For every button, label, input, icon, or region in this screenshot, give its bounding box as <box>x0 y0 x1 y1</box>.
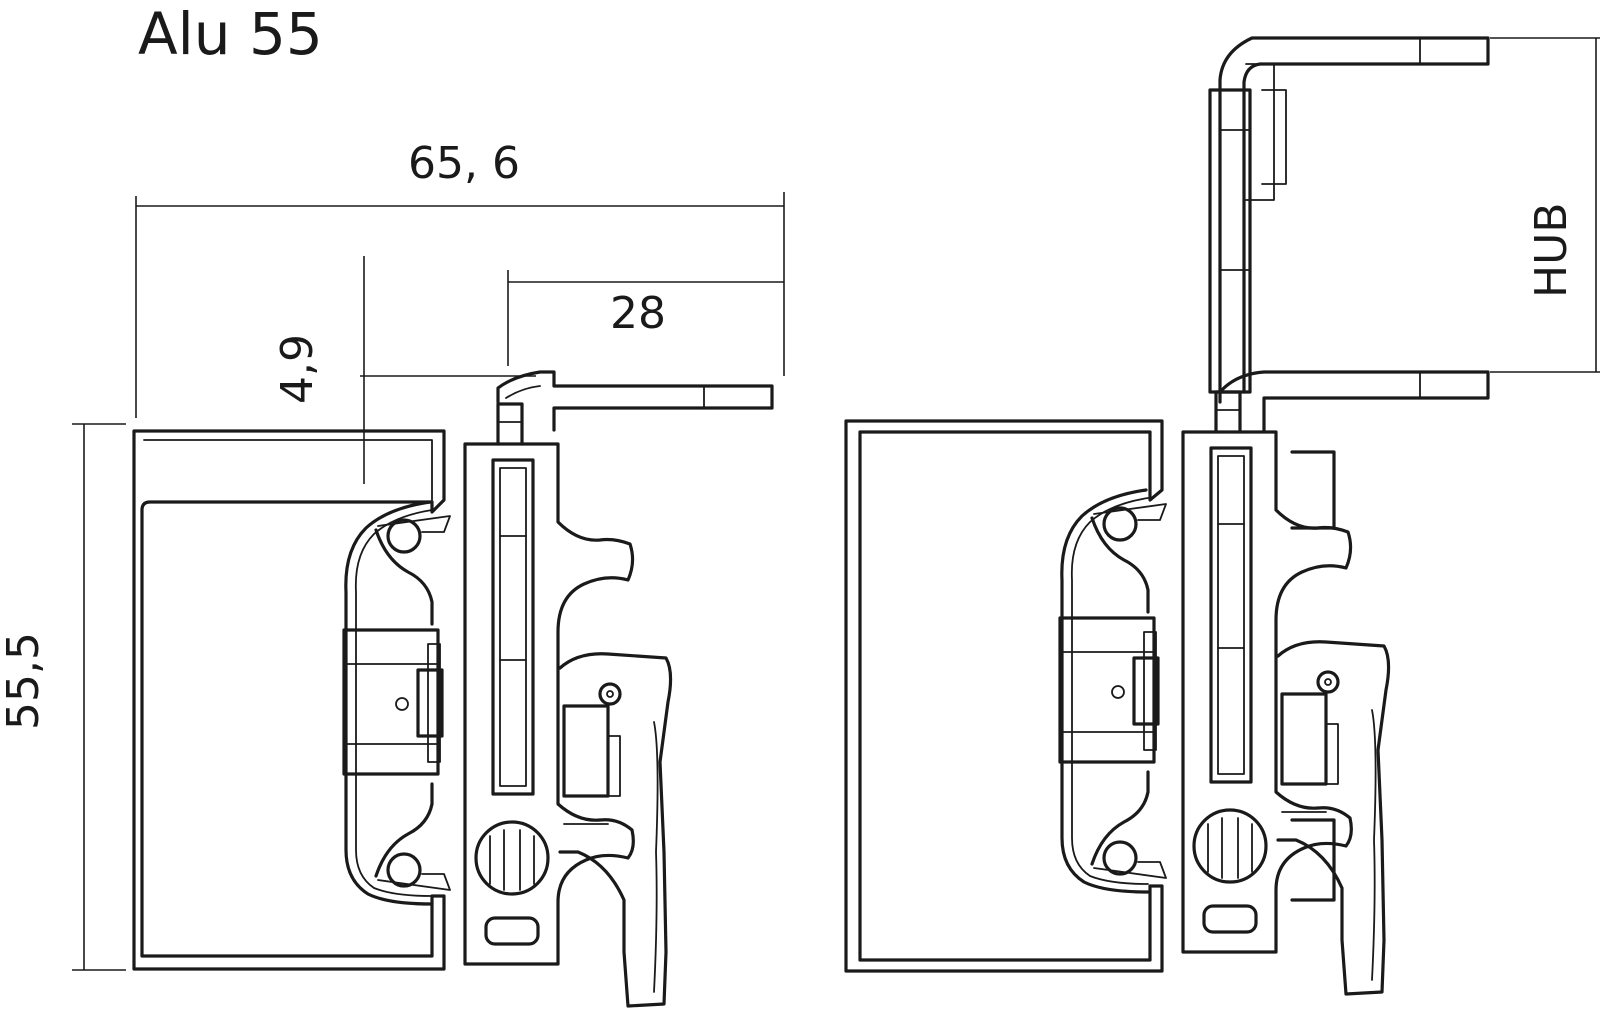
slot-width-label: 28 <box>610 288 666 339</box>
offset-label: 4,9 <box>272 334 323 404</box>
stroke-label: HUB <box>1526 203 1577 298</box>
dimension-lines <box>72 37 1600 971</box>
drawing-title: Alu 55 <box>138 0 323 68</box>
left-view <box>132 370 774 1008</box>
height-label: 55,5 <box>0 632 49 730</box>
right-view <box>844 36 1490 996</box>
overall-width-label: 65, 6 <box>408 138 520 189</box>
